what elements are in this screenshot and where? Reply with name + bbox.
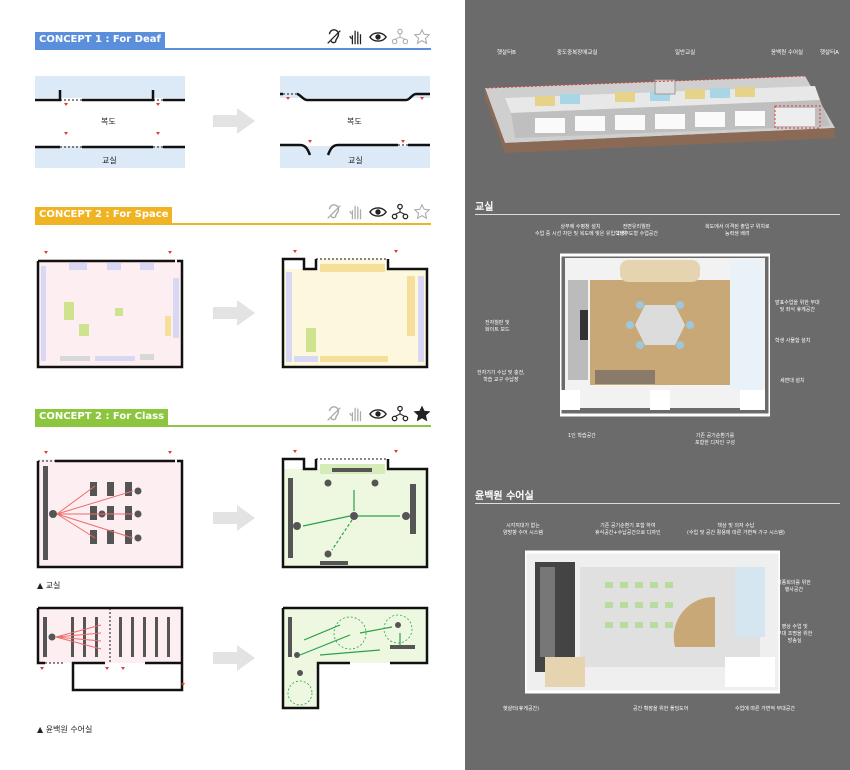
signroom-render bbox=[525, 550, 780, 694]
ear-icon bbox=[327, 204, 341, 219]
concept-1-line bbox=[35, 48, 431, 50]
arrow-icon bbox=[213, 505, 255, 531]
top-label-4: 햇살터A bbox=[820, 50, 839, 56]
classroom-annotation-8: 1인 학습공간 bbox=[568, 433, 596, 439]
network-icon bbox=[391, 405, 409, 422]
hand-icon bbox=[349, 205, 362, 220]
section-classroom-line bbox=[475, 214, 840, 215]
hand-icon bbox=[349, 407, 362, 422]
star-icon bbox=[413, 405, 431, 422]
eye-icon bbox=[369, 32, 387, 42]
signroom-annotation-2: 책상 및 의자 수납(수업 및 공간 활용에 따른 가변적 가구 시스템) bbox=[687, 523, 785, 536]
concept-1-header: CONCEPT 1 : For Deaf bbox=[35, 28, 431, 52]
classroom-annotation-7: 전자기기 수납 및 충전,학습 교구 수납장 bbox=[477, 370, 525, 383]
classroom-annotation-4: 학생 사물함 설치 bbox=[775, 338, 811, 344]
network-icon bbox=[391, 28, 409, 45]
hand-icon bbox=[349, 30, 362, 45]
section-signroom-title: 윤백원 수어실 bbox=[475, 491, 534, 502]
concept-2-line bbox=[35, 223, 431, 225]
concept-3-tag: CONCEPT 2 : For Class bbox=[35, 409, 169, 425]
top-label-0: 햇살터B bbox=[497, 50, 516, 56]
classroom-annotation-6: 세면대 설치 bbox=[780, 378, 805, 384]
caption-classroom: ▲ 교실 bbox=[37, 581, 61, 590]
network-icon bbox=[391, 203, 409, 220]
concept-2-before-diagram bbox=[36, 251, 184, 369]
concept-2-tag: CONCEPT 2 : For Space bbox=[35, 207, 173, 223]
ear-icon bbox=[327, 406, 341, 421]
star-icon bbox=[413, 203, 431, 220]
eye-icon bbox=[369, 409, 387, 419]
star-icon bbox=[413, 28, 431, 45]
caption-signroom: ▲ 윤백원 수어실 bbox=[37, 725, 93, 734]
signroom-annotation-6: 공간 확장을 위한 폴딩도어 bbox=[633, 706, 689, 712]
section-signroom-line bbox=[475, 503, 840, 504]
concept-2-icons bbox=[325, 203, 431, 221]
corridor-label-2: 복도 bbox=[347, 117, 362, 126]
building-render bbox=[485, 75, 835, 153]
concept-2-after-diagram bbox=[281, 250, 429, 369]
arrow-icon bbox=[213, 108, 255, 134]
concept-1-before-diagram bbox=[35, 76, 185, 168]
render-panel: 햇살터B 중도중복장애교실 일반교실 윤백원 수어실 햇살터A 교실 상부에 수… bbox=[465, 0, 850, 770]
concept-3-icons bbox=[325, 405, 431, 423]
concept-1-icons bbox=[325, 28, 431, 46]
concept-3-signroom-after-diagram bbox=[281, 606, 429, 710]
arrow-icon bbox=[213, 300, 255, 326]
classroom-label-2: 교실 bbox=[348, 156, 363, 165]
concept-2-header: CONCEPT 2 : For Space bbox=[35, 203, 431, 227]
concept-1-tag: CONCEPT 1 : For Deaf bbox=[35, 32, 165, 48]
concept-3-class-before-diagram bbox=[36, 451, 184, 569]
concept-3-header: CONCEPT 2 : For Class bbox=[35, 405, 431, 429]
top-label-3: 윤백원 수어실 bbox=[771, 50, 804, 56]
concept-3-class-after-diagram bbox=[281, 450, 429, 569]
classroom-render bbox=[560, 253, 770, 417]
concept-panel: CONCEPT 1 : For Deaf 복도 교실 bbox=[35, 28, 431, 734]
top-label-1: 중도중복장애교실 bbox=[557, 50, 598, 56]
section-classroom-title: 교실 bbox=[475, 202, 494, 213]
top-label-2: 일반교실 bbox=[675, 50, 696, 56]
signroom-annotation-7: 수업에 따른 가변적 무대공간 bbox=[735, 706, 795, 712]
arrow-icon bbox=[213, 645, 255, 671]
ear-icon bbox=[327, 29, 341, 44]
concept-3-line bbox=[35, 425, 431, 427]
signroom-annotation-5: 햇살터(휴게공간) bbox=[503, 706, 540, 712]
eye-icon bbox=[369, 207, 387, 217]
concept-1-after-diagram bbox=[280, 76, 430, 168]
classroom-label-1: 교실 bbox=[102, 156, 117, 165]
concept-3-signroom-before-diagram bbox=[36, 606, 185, 692]
corridor-label-1: 복도 bbox=[101, 117, 116, 126]
